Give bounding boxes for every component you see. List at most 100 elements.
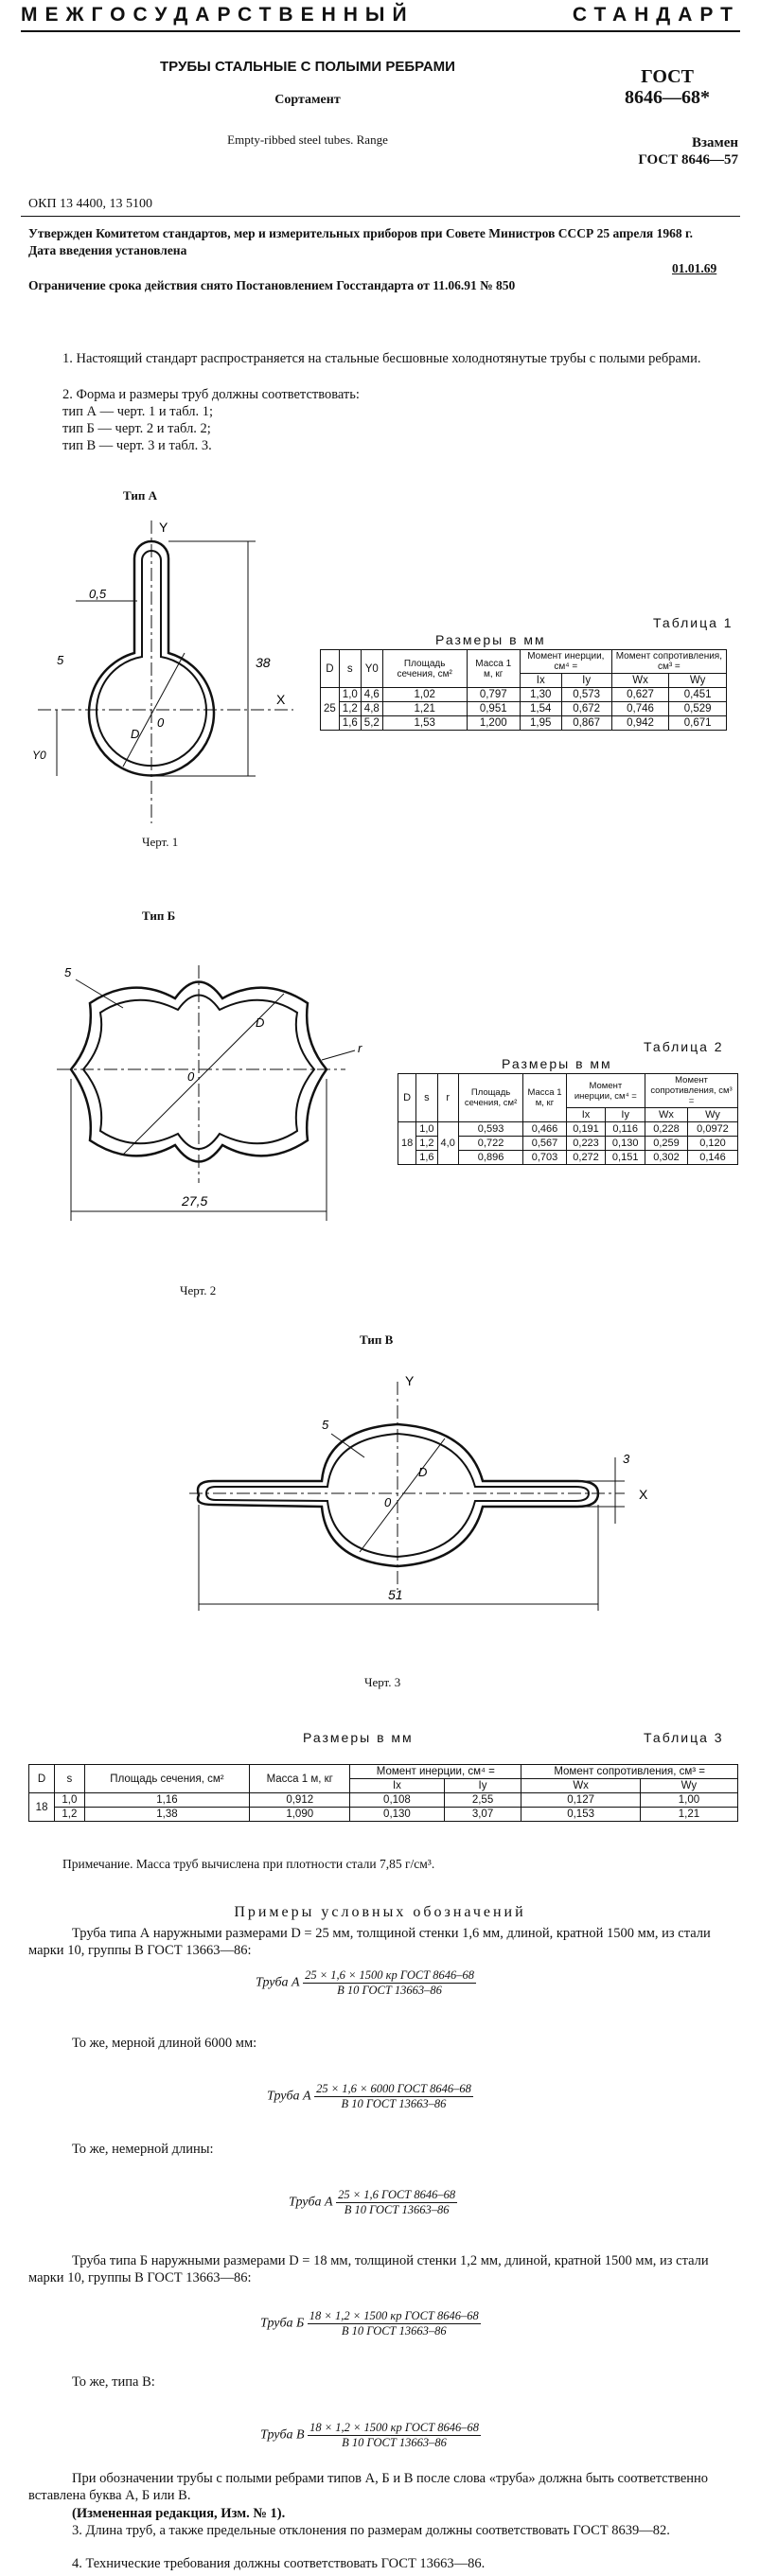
label-b-s: 5: [64, 965, 72, 979]
formula-4-name: Труба Б: [260, 2316, 305, 2331]
label-b-d: D: [256, 1015, 264, 1030]
t3-cell: 2,55: [443, 1792, 522, 1808]
table-1: D s Y0 Площадь сечения, см² Масса 1 м, к…: [320, 649, 728, 731]
t1-cell: 0,951: [466, 701, 521, 716]
t3-cell: 0,130: [349, 1807, 445, 1822]
t2-head-s: s: [415, 1073, 438, 1122]
t3-cell: 0,127: [521, 1792, 641, 1808]
table-1-subcaption: Размеры в мм: [435, 632, 546, 647]
table-2-caption: Таблица 2: [644, 1039, 724, 1054]
table-1-caption: Таблица 1: [653, 615, 733, 630]
t1-cell: 1,21: [381, 701, 468, 716]
table-3-subcaption: Размеры в мм: [303, 1730, 414, 1745]
t2-head-area: Площадь сечения, см²: [457, 1073, 524, 1122]
label-v-width: 51: [388, 1587, 403, 1602]
t1-cell: 0,797: [466, 687, 521, 702]
type-a-label: Тип А: [123, 488, 157, 503]
label-v-d: D: [418, 1465, 427, 1479]
okp-code: ОКП 13 4400, 13 5100: [28, 197, 153, 211]
gost-label: ГОСТ: [641, 66, 694, 87]
doc-title: ТРУБЫ СТАЛЬНЫЕ С ПОЛЫМИ РЕБРАМИ: [160, 59, 455, 75]
t2-head-r: r: [436, 1073, 459, 1122]
t2-cell: 1,0: [415, 1121, 438, 1137]
t1-head-s: s: [338, 649, 362, 688]
paragraph-2b: тип Б — черт. 2 и табл. 2;: [62, 421, 211, 436]
label-v-3: 3: [623, 1452, 630, 1466]
t3-cell: 1,00: [639, 1792, 739, 1808]
t3-cell: 0,153: [521, 1807, 641, 1822]
t3-cell: 1,16: [83, 1792, 251, 1808]
t1-cell: 1,30: [519, 687, 562, 702]
okp-rule: [21, 216, 740, 217]
gost-replaces: Взамен ГОСТ 8646—57: [587, 134, 738, 168]
t1-cell: 0,942: [610, 715, 670, 731]
t3-cell: 0,912: [249, 1792, 351, 1808]
t2-cell: 1,2: [415, 1136, 438, 1151]
formula-2-numerator: 25 × 1,6 × 6000 ГОСТ 8646–68: [314, 2082, 473, 2097]
formula-2-name: Труба А: [267, 2089, 311, 2104]
t1-cell: 0,672: [560, 701, 612, 716]
t3-cell: 1,2: [54, 1807, 85, 1822]
table-2-subcaption: Размеры в мм: [502, 1056, 612, 1071]
header-right: СТАНДАРТ: [572, 4, 740, 26]
t2-cell: 0,896: [457, 1150, 524, 1165]
t3-head-ix: Ix: [349, 1778, 445, 1793]
t3-head-inertia: Момент инерции, см⁴ =: [349, 1764, 522, 1779]
type-v-label: Тип В: [360, 1332, 394, 1347]
t2-head-d: D: [397, 1073, 417, 1122]
table-3: D s Площадь сечения, см² Масса 1 м, кг М…: [27, 1764, 739, 1822]
final-paragraph: При обозначении трубы с полыми ребрами т…: [28, 2471, 709, 2503]
formula-1-name: Труба А: [256, 1975, 300, 1990]
example-3-text: То же, немерной длины:: [72, 2142, 214, 2157]
t1-cell: 0,573: [560, 687, 612, 702]
t1-cell: 1,95: [519, 715, 562, 731]
t2-cell: 0,191: [565, 1121, 607, 1137]
example-2-text: То же, мерной длиной 6000 мм:: [72, 2036, 257, 2051]
label-a-wall: 0,5: [89, 587, 107, 601]
t1-cell: 1,02: [381, 687, 468, 702]
example-4-text: Труба типа Б наружными размерами D = 18 …: [28, 2253, 709, 2285]
paragraph-3: 3. Длина труб, а также предельные отклон…: [72, 2523, 670, 2538]
t3-head-s: s: [54, 1764, 85, 1793]
replaces-code: ГОСТ 8646—57: [638, 152, 738, 168]
t2-cell: 0,466: [522, 1121, 567, 1137]
paragraph-2: 2. Форма и размеры труб должны соответст…: [62, 387, 360, 402]
t2-cell: 0,146: [686, 1150, 739, 1165]
t1-cell: 0,671: [668, 715, 727, 731]
label-b-o: 0: [187, 1069, 195, 1084]
drawing-1-caption: Черт. 1: [142, 835, 179, 849]
t1-head-iy: Iy: [560, 673, 612, 688]
paragraph-1: 1. Настоящий стандарт распространяется н…: [62, 351, 701, 366]
t1-cell: 4,8: [360, 701, 383, 716]
t2-cell: 0,722: [457, 1136, 524, 1151]
replaces-label: Взамен: [691, 135, 738, 150]
t1-head-wx: Wx: [610, 673, 670, 688]
drawing-2-caption: Черт. 2: [180, 1283, 217, 1297]
t3-head-wy: Wy: [639, 1778, 739, 1793]
t1-cell: 4,6: [360, 687, 383, 702]
formula-3-name: Труба А: [289, 2195, 333, 2210]
label-v-x: X: [639, 1487, 648, 1502]
t2-d-value: 18: [397, 1121, 417, 1165]
t2-cell: 0,130: [605, 1136, 646, 1151]
t2-r-value: 4,0: [436, 1121, 459, 1165]
paragraph-4: 4. Технические требования должны соответ…: [72, 2556, 486, 2571]
standard-header: МЕЖГОСУДАРСТВЕННЫЙ СТАНДАРТ: [21, 4, 740, 26]
t1-cell: 1,2: [338, 701, 362, 716]
t1-cell: 0,746: [610, 701, 670, 716]
formula-1-numerator: 25 × 1,6 × 1500 кр ГОСТ 8646–68: [303, 1968, 477, 1984]
t2-cell: 0,272: [565, 1150, 607, 1165]
drawing-type-v: 5 D 0 3 51 X Y: [189, 1373, 648, 1611]
t2-head-mass: Масса 1 м, кг: [522, 1073, 567, 1122]
t1-cell: 0,627: [610, 687, 670, 702]
t1-head-ix: Ix: [519, 673, 562, 688]
t3-cell: 1,090: [249, 1807, 351, 1822]
limitation-text: Ограничение срока действия снято Постано…: [28, 278, 516, 292]
t1-cell: 1,53: [381, 715, 468, 731]
formula-5-numerator: 18 × 1,2 × 1500 кр ГОСТ 8646–68: [308, 2421, 482, 2436]
label-a-y0: Y0: [32, 749, 46, 762]
